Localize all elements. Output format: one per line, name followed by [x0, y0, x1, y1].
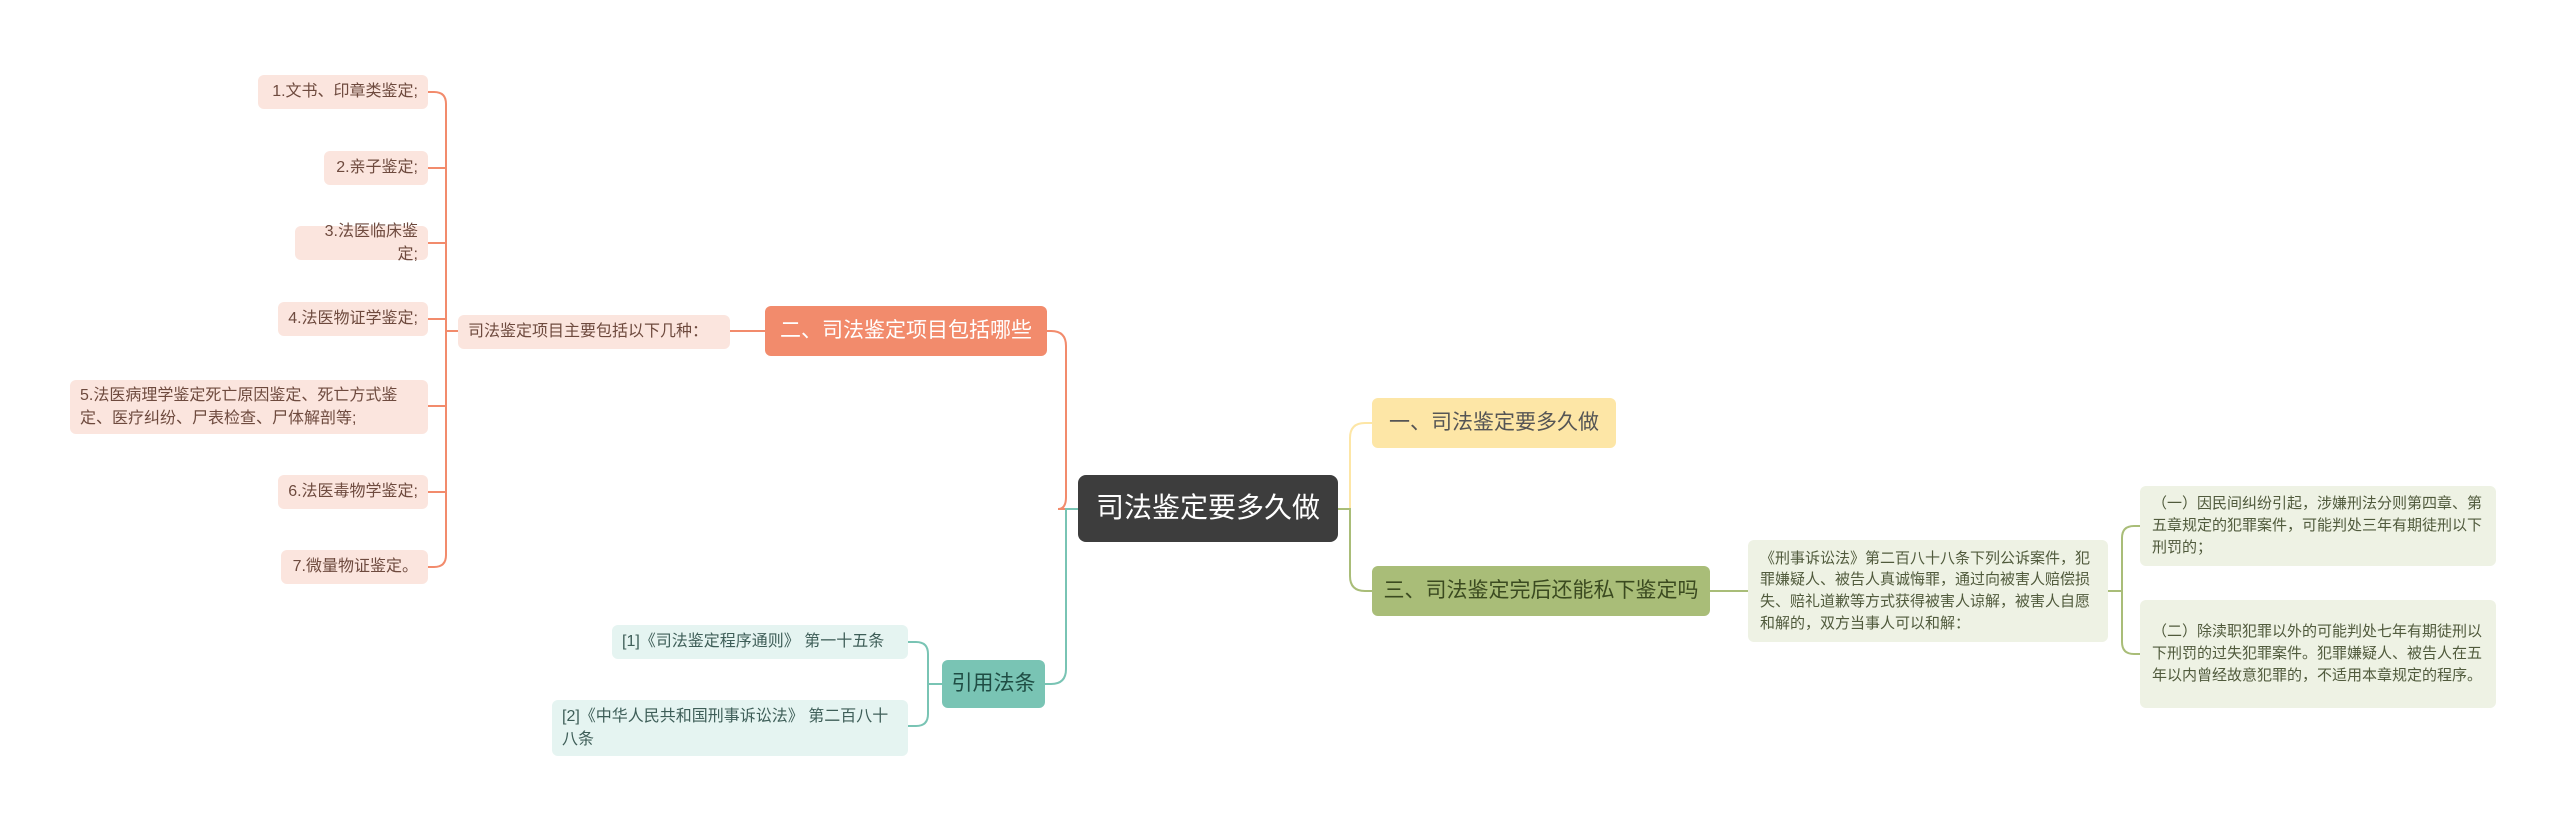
link-citations-refs: [908, 641, 942, 727]
link-root-citations: [1045, 508, 1078, 685]
item-3[interactable]: 3.法医临床鉴定;: [295, 223, 428, 263]
branch-citations[interactable]: 引用法条: [942, 660, 1045, 708]
items-intro[interactable]: 司法鉴定项目主要包括以下几种：: [458, 315, 730, 349]
item-4[interactable]: 4.法医物证学鉴定;: [278, 302, 428, 336]
branch-duration[interactable]: 一、司法鉴定要多久做: [1372, 398, 1616, 448]
item-5[interactable]: 5.法医病理学鉴定死亡原因鉴定、死亡方式鉴定、医疗纠纷、尸表检查、尸体解剖等;: [70, 380, 428, 434]
link-law-cases: [2108, 525, 2140, 655]
case-2[interactable]: （二）除渎职犯罪以外的可能判处七年有期徒刑以下刑罚的过失犯罪案件。犯罪嫌疑人、被…: [2140, 600, 2496, 708]
link-root-duration: [1338, 422, 1372, 510]
item-7[interactable]: 7.微量物证鉴定。: [281, 550, 428, 584]
citation-2[interactable]: [2]《中华人民共和国刑事诉讼法》 第二百八十八条: [552, 700, 908, 756]
item-1[interactable]: 1.文书、印章类鉴定;: [258, 75, 428, 109]
link-root-items: [1045, 330, 1078, 510]
link-root-private: [1338, 508, 1372, 592]
branch-items[interactable]: 二、司法鉴定项目包括哪些: [765, 306, 1047, 356]
link-intro-bracket: [428, 91, 458, 568]
branch-private[interactable]: 三、司法鉴定完后还能私下鉴定吗: [1372, 566, 1710, 616]
citation-1[interactable]: [1]《司法鉴定程序通则》 第一十五条: [612, 625, 908, 659]
law-text[interactable]: 《刑事诉讼法》第二百八十八条下列公诉案件，犯罪嫌疑人、被告人真诚悔罪，通过向被害…: [1748, 540, 2108, 642]
item-6[interactable]: 6.法医毒物学鉴定;: [278, 475, 428, 509]
case-1[interactable]: （一）因民间纠纷引起，涉嫌刑法分则第四章、第五章规定的犯罪案件，可能判处三年有期…: [2140, 486, 2496, 566]
central-topic[interactable]: 司法鉴定要多久做: [1078, 475, 1338, 542]
item-2[interactable]: 2.亲子鉴定;: [324, 151, 428, 185]
